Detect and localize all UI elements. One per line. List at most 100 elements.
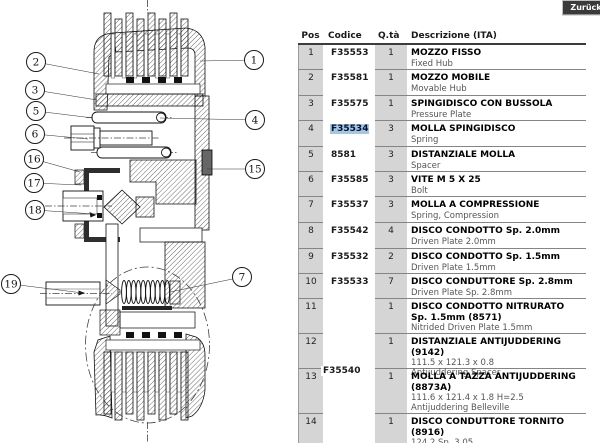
hub-mid-section [129,159,197,205]
codice-cell[interactable] [323,414,375,443]
part-name-en: Spring [411,134,439,145]
codice-value[interactable]: F35533 [331,277,369,287]
codice-cell[interactable]: F35533 [323,274,375,299]
codice-cell[interactable]: F35585 [323,172,375,197]
codice-value[interactable]: F35534 [330,124,370,134]
callout-2[interactable]: 2 [26,52,100,75]
codice-cell[interactable]: F35537 [323,197,375,223]
part-name-ita: MOLLA SPINGIDISCO [411,124,516,134]
pos-cell: 2 [298,70,323,96]
table-row[interactable]: 6 F35585 3 VITE M 5 X 25 Bolt [298,172,586,197]
part-name-en: 111.5 x 121.3 x 0.8 [411,358,495,368]
callout-19[interactable]: 19 [1,274,84,294]
part-name-en: Spacer [411,160,441,171]
codice-value[interactable]: F35585 [331,175,369,185]
callout-3[interactable]: 3 [25,80,98,101]
spring-pins [86,111,178,159]
table-row[interactable]: 10 F35533 7 DISCO CONDUTTORE Sp. 2.8mm D… [298,274,586,299]
table-row[interactable]: 13 1 MOLLA A TAZZA ANTIJUDDERING (8873A)… [298,369,586,414]
table-row[interactable]: 14 1 DISCO CONDUTTORE TORNITO (8916) 124… [298,414,586,443]
svg-text:4: 4 [252,115,259,127]
callout-5[interactable]: 5 [26,101,94,121]
qta-cell: 1 [375,70,407,96]
part-name-en: Antijuddering Belleville [411,403,510,413]
codice-cell[interactable]: F35534 [323,121,375,147]
pos-cell: 10 [298,274,323,299]
table-row[interactable]: 7 F35537 3 MOLLA A COMPRESSIONE Spring, … [298,197,586,223]
codice-cell[interactable]: F35581 [323,70,375,96]
descrizione-cell: SPINGIDISCO CON BUSSOLA Pressure Plate [407,96,586,121]
spider-hub [103,189,155,327]
callout-16[interactable]: 16 [24,149,81,173]
descrizione-cell: MOZZO FISSO Fixed Hub [407,45,586,70]
descrizione-cell: MOLLA A COMPRESSIONE Spring, Compression [407,197,586,223]
table-row[interactable]: 8 F35542 4 DISCO CONDOTTO Sp. 2.0mm Driv… [298,223,586,249]
descrizione-cell: VITE M 5 X 25 Bolt [407,172,586,197]
codice-cell[interactable]: F35553 [323,45,375,70]
callout-18[interactable]: 18 [25,200,95,220]
part-name-ita: DISCO CONDOTTO Sp. 2.0mm [411,226,561,236]
right-flange [194,95,213,231]
codice-value[interactable]: F35537 [331,200,369,210]
pos-cell: 12 [298,334,323,369]
table-row[interactable]: 12 1 DISTANZIALE ANTIJUDDERING (9142) 11… [298,334,586,378]
table-row[interactable]: 3 F35575 1 SPINGIDISCO CON BUSSOLA Press… [298,96,586,121]
codice-value[interactable]: F35532 [331,252,369,262]
header-pos: Pos [301,31,320,41]
part-name-ita: DISCO CONDOTTO Sp. 1.5mm [411,252,561,262]
part-name-ita: DISCO CONDOTTO NITRURATO Sp. 1.5mm (8571… [411,302,565,323]
table-row[interactable]: 1 F35553 1 MOZZO FISSO Fixed Hub [298,45,586,70]
table-header-row: Pos Codice Q.tà Descrizione (ITA) [298,25,586,45]
callout-1[interactable]: 1 [199,50,264,70]
codice-cell[interactable]: F35532 [323,249,375,274]
compression-spring [105,279,181,310]
bottom-clutch-pack [93,332,206,421]
qta-cell: 3 [375,172,407,197]
merged-codice-label: F35540 [321,366,363,376]
codice-value[interactable]: F35542 [331,226,369,236]
qta-cell: 3 [375,121,407,147]
svg-text:1: 1 [251,55,258,67]
descrizione-cell: DISCO CONDOTTO Sp. 1.5mm Driven Plate 1.… [407,249,586,274]
callout-15[interactable]: 15 [207,159,265,179]
codice-value[interactable]: F35575 [331,99,369,109]
codice-cell[interactable] [323,299,375,334]
svg-text:19: 19 [4,279,17,291]
svg-text:3: 3 [32,85,39,97]
svg-text:6: 6 [32,129,39,141]
table-row[interactable]: 11 1 DISCO CONDOTTO NITRURATO Sp. 1.5mm … [298,299,586,334]
parts-table: Pos Codice Q.tà Descrizione (ITA) 1 F355… [298,25,586,443]
callout-4[interactable]: 4 [159,110,265,130]
back-button[interactable]: Zurück [562,0,600,15]
lower-shaft [40,281,112,306]
part-name-en: Movable Hub [411,83,467,94]
part-name-ita: MOZZO MOBILE [411,73,491,83]
table-row[interactable]: 2 F35581 1 MOZZO MOBILE Movable Hub [298,70,586,96]
qta-cell: 1 [375,45,407,70]
header-descrizione: Descrizione (ITA) [411,31,497,41]
svg-text:5: 5 [33,106,40,118]
table-row[interactable]: 9 F35532 2 DISCO CONDOTTO Sp. 1.5mm Driv… [298,249,586,274]
codice-cell[interactable]: F35542 [323,223,375,249]
svg-text:18: 18 [28,205,41,217]
codice-cell[interactable]: 8581 [323,147,375,172]
callout-7[interactable]: 7 [169,267,252,293]
pos-cell: 11 [298,299,323,334]
part-name-ita: SPINGIDISCO CON BUSSOLA [411,99,553,109]
qta-cell: 7 [375,274,407,299]
part-name-en: Spring, Compression [411,210,499,221]
codice-value[interactable]: F35553 [331,48,369,58]
codice-cell[interactable]: F35575 [323,96,375,121]
codice-value[interactable]: F35581 [331,73,369,83]
descrizione-cell: DISCO CONDOTTO Sp. 2.0mm Driven Plate 2.… [407,223,586,249]
slot-band [139,227,203,243]
codice-value[interactable]: 8581 [331,150,357,160]
descrizione-cell: DISCO CONDOTTO NITRURATO Sp. 1.5mm (8571… [407,299,586,334]
table-row[interactable]: 5 8581 3 DISTANZIALE MOLLA Spacer [298,147,586,172]
codice-cell[interactable] [323,334,375,369]
codice-cell[interactable] [323,369,375,414]
part-name-en: Fixed Hub [411,58,453,69]
callout-6[interactable]: 6 [25,124,89,144]
table-row[interactable]: 4 F35534 3 MOLLA SPINGIDISCO Spring [298,121,586,147]
callout-17[interactable]: 17 [24,173,82,193]
